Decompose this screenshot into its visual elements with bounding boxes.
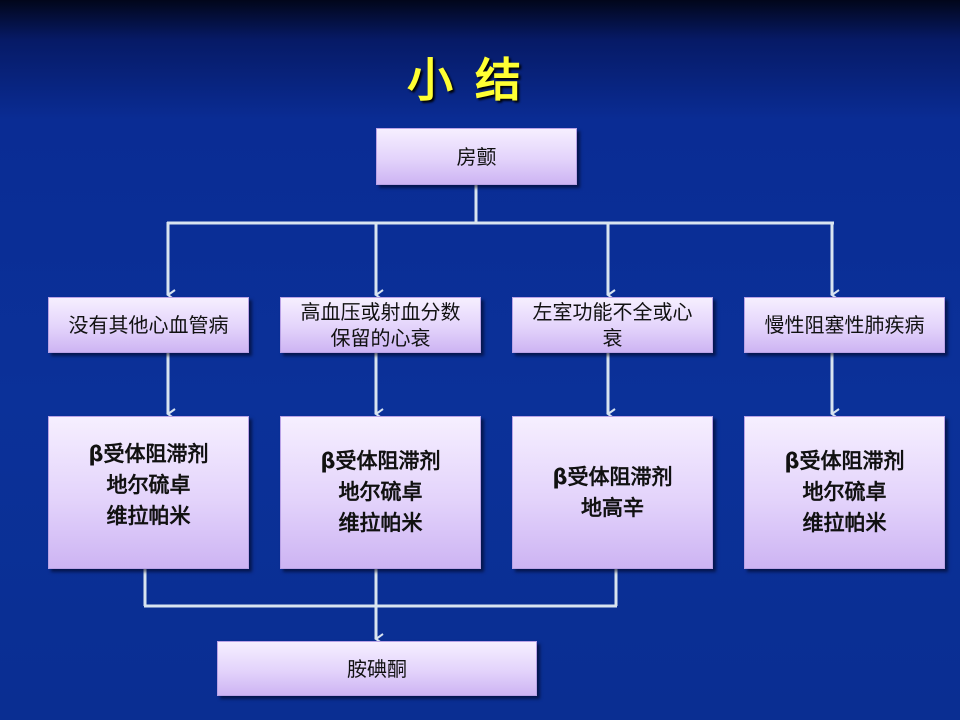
drug-item: 维拉帕米 xyxy=(338,511,423,535)
drug-item: 地尔硫卓 xyxy=(802,480,887,504)
condition-box-3: 左室功能不全或心衰 xyxy=(512,297,713,353)
condition-box-1: 没有其他心血管病 xyxy=(48,297,249,353)
drug-box-4: β受体阻滞剂地尔硫卓维拉帕米 xyxy=(744,416,945,569)
slide-title: 小结 xyxy=(407,53,543,107)
root-label: 房颤 xyxy=(456,144,497,169)
drug-item: 维拉帕米 xyxy=(802,511,887,535)
drug-item: β受体阻滞剂 xyxy=(88,442,209,466)
condition-box-4: 慢性阻塞性肺疾病 xyxy=(744,297,945,353)
drug-item: β受体阻滞剂 xyxy=(320,449,441,473)
final-box: 胺碘酮 xyxy=(217,641,537,696)
drug-item: 维拉帕米 xyxy=(106,504,191,528)
condition-label: 高血压或射血分数保留的心衰 xyxy=(300,300,461,350)
condition-label: 左室功能不全或心衰 xyxy=(532,300,693,350)
drug-item: β受体阻滞剂 xyxy=(784,449,905,473)
drug-item: 地高辛 xyxy=(580,495,644,520)
drug-box-1: β受体阻滞剂地尔硫卓维拉帕米 xyxy=(48,416,249,569)
drug-item: β受体阻滞剂 xyxy=(552,464,673,489)
drug-item: 地尔硫卓 xyxy=(338,480,423,504)
drug-box-3: β受体阻滞剂地高辛 xyxy=(512,416,713,569)
final-label: 胺碘酮 xyxy=(347,656,407,681)
root-box: 房颤 xyxy=(376,128,577,185)
drug-box-2: β受体阻滞剂地尔硫卓维拉帕米 xyxy=(280,416,481,569)
condition-label: 没有其他心血管病 xyxy=(68,313,229,337)
condition-label: 慢性阻塞性肺疾病 xyxy=(764,313,925,337)
drug-item: 地尔硫卓 xyxy=(106,473,191,497)
condition-box-2: 高血压或射血分数保留的心衰 xyxy=(280,297,481,353)
